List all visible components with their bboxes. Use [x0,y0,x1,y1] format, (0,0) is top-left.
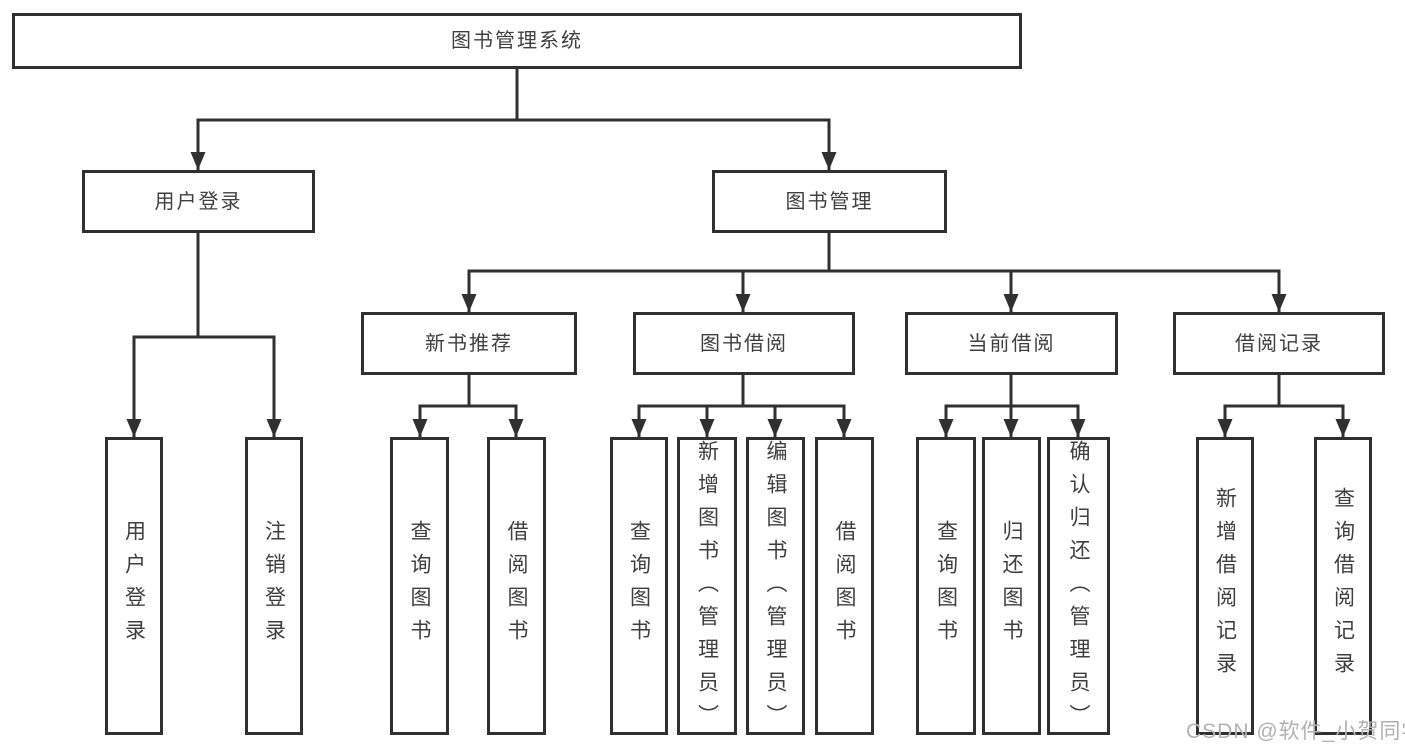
leaf-borrow-books: 借阅图书 [815,437,874,735]
node-current-borrowing: 当前借阅 [905,312,1118,375]
node-book-management: 图书管理 [712,170,947,233]
leaf-query-books-current: 查询图书 [916,437,976,735]
connector-current-borrowing [938,373,1086,439]
leaf-return-books: 归还图书 [982,437,1041,735]
leaf-add-books-admin: 新增图书（管理员） [677,437,737,737]
connector-root [190,67,837,172]
leaf-borrow-books-recommend: 借阅图书 [487,437,546,735]
connector-user-login [126,231,282,439]
connector-new-book-recommendation [412,373,524,439]
leaf-logout-login: 注销登录 [245,437,303,735]
leaf-user-login: 用户登录 [105,437,163,735]
connector-book-management [461,231,1287,314]
node-library-system: 图书管理系统 [12,13,1022,69]
leaf-query-borrow-record: 查询借阅记录 [1314,437,1372,735]
connector-book-borrowing [631,373,852,439]
node-book-borrowing: 图书借阅 [633,312,855,375]
leaf-edit-books-admin: 编辑图书（管理员） [746,437,805,737]
watermark: CSDN @软件_小贺同学 [1186,720,1405,743]
leaf-query-books-borrowing: 查询图书 [610,437,668,735]
node-borrowing-records: 借阅记录 [1173,312,1385,375]
node-new-book-recommendation: 新书推荐 [361,312,577,375]
node-user-login: 用户登录 [82,170,315,233]
leaf-confirm-return-admin: 确认归还（管理员） [1047,437,1110,737]
leaf-query-books-recommend: 查询图书 [390,437,449,735]
connector-borrowing-records [1217,373,1351,439]
leaf-add-borrow-record: 新增借阅记录 [1196,437,1254,735]
